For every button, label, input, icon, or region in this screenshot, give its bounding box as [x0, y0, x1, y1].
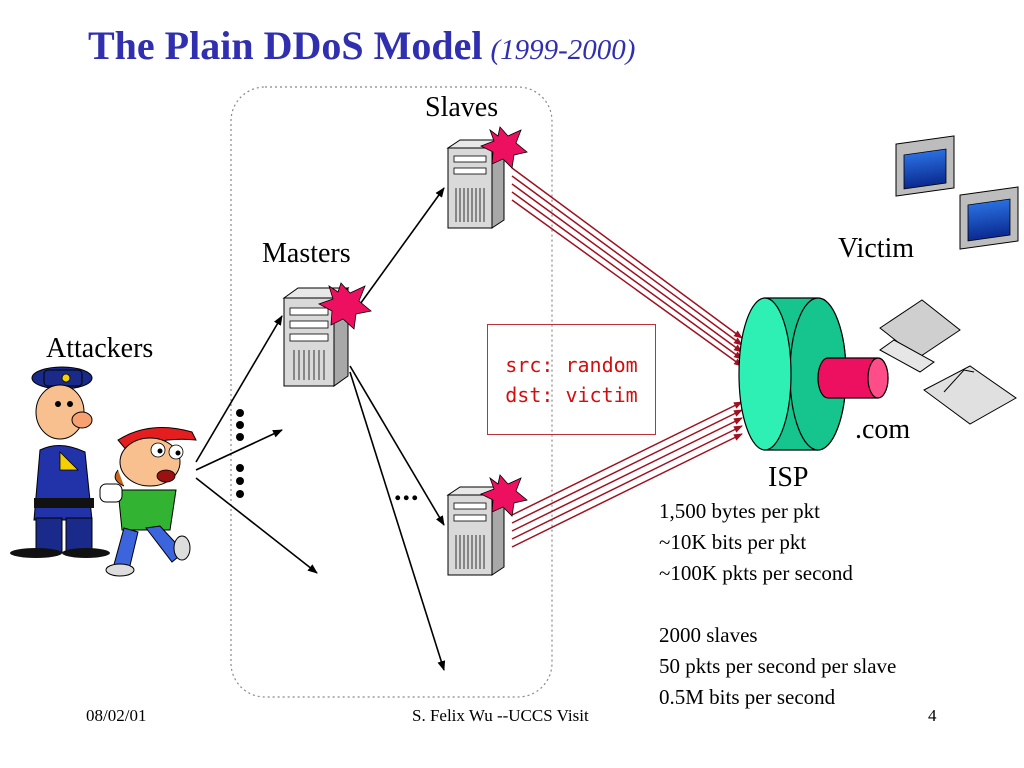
stat-line: ~10K bits per pkt	[659, 530, 807, 554]
attackers-illustration	[10, 366, 197, 577]
title-main: The Plain DDoS Model	[88, 23, 483, 68]
arrow-attacker-master	[195, 315, 283, 463]
arrow-attacker-master-2	[195, 429, 283, 471]
label-isp: ISP	[768, 462, 809, 493]
title-subtitle: (1999-2000)	[490, 34, 636, 66]
masters-slaves-region	[230, 86, 553, 698]
burst-icon-master	[318, 282, 372, 330]
server-icon-slave-top	[446, 139, 506, 229]
packet-dst: dst: victim	[505, 382, 638, 407]
stat-line: ~100K pkts per second	[659, 561, 853, 585]
footer-page-number: 4	[928, 706, 937, 725]
stat-line: 0.5M bits per second	[659, 685, 836, 709]
arrow-master-slave-top	[349, 187, 445, 319]
stat-line: 2000 slaves	[659, 623, 758, 647]
footer-author: S. Felix Wu --UCCS Visit	[412, 706, 589, 725]
packet-info-box: src: random dst: victim	[487, 324, 656, 435]
stat-line: 50 pkts per second per slave	[659, 654, 897, 678]
traffic-stats: 1,500 bytes per pkt ~10K bits per pkt ~1…	[659, 496, 896, 713]
server-icon-master	[282, 287, 350, 387]
slide-title: The Plain DDoS Model(1999-2000)	[88, 22, 635, 69]
label-masters: Masters	[262, 238, 351, 269]
arrow-attacker-master-3	[195, 477, 318, 574]
burst-icon-slave-top	[480, 126, 528, 169]
control-arrows	[195, 187, 446, 671]
arrow-master-slave-bottom	[349, 365, 445, 526]
label-slaves: Slaves	[425, 92, 499, 123]
computer-icon-victim	[879, 135, 1019, 425]
ellipsis-dots	[236, 409, 244, 498]
flood-lines-top	[511, 167, 743, 367]
label-com: .com	[855, 414, 911, 445]
arrow-master-slave-extra	[349, 371, 446, 671]
label-attackers: Attackers	[46, 333, 154, 364]
stat-spacer	[659, 589, 896, 620]
footer-date: 08/02/01	[86, 706, 147, 725]
label-victim: Victim	[838, 233, 915, 264]
stat-line: 1,500 bytes per pkt	[659, 499, 820, 523]
server-icon-slave-bottom	[446, 486, 506, 576]
label-ellipsis: ...	[394, 474, 420, 507]
flood-lines-bottom	[511, 401, 743, 548]
packet-src: src: random	[505, 352, 638, 377]
burst-icon-slave-bottom	[480, 474, 528, 517]
connection-pipe	[817, 357, 889, 399]
